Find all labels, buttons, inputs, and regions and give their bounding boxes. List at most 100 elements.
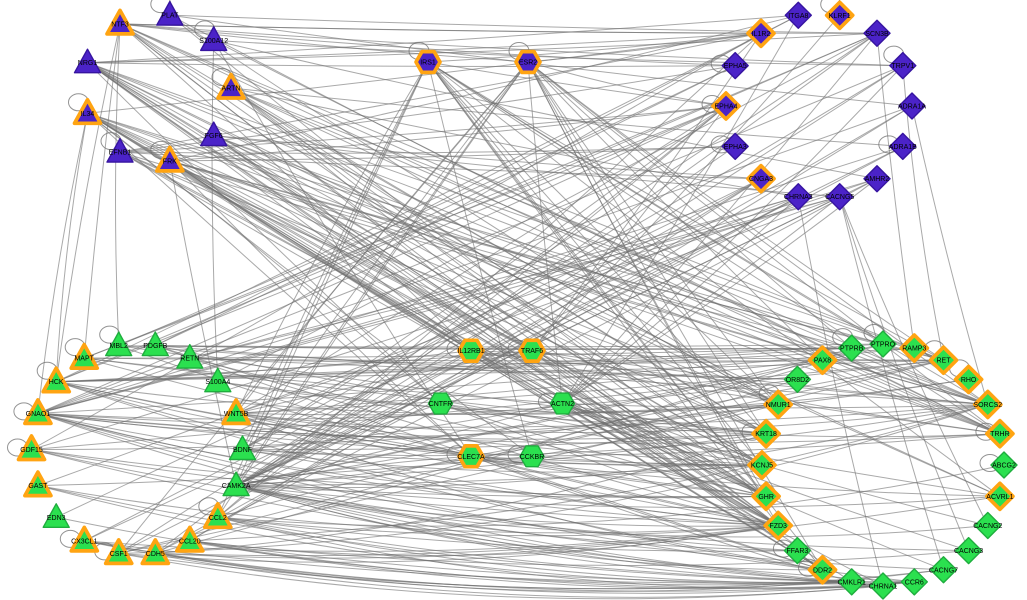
node-PTPRB[interactable]: PTPRB [838,334,866,362]
edge-TRAF6-WNT5B [235,350,533,414]
node-label: FFAR3 [787,548,809,555]
node-AMHR2[interactable]: AMHR2 [863,164,891,193]
node-FRK[interactable]: FRK [154,145,185,173]
node-GNAO1[interactable]: GNAO1 [23,398,53,426]
node-RHO[interactable]: RHO [953,364,984,395]
node-ACVRL1[interactable]: ACVRL1 [985,481,1015,512]
node-IRS1[interactable]: IRS1 [414,49,442,75]
edge-CLEC7A-RET [470,359,944,457]
node-CCL2[interactable]: CCL2 [202,501,233,530]
node-label: TRHR [990,431,1009,438]
node-RAMP3[interactable]: RAMP3 [899,333,930,363]
node-S100A4[interactable]: S100A4 [204,367,232,393]
node-CACNG5[interactable]: CACNG5 [825,182,854,211]
node-TRAF6[interactable]: TRAF6 [518,338,546,363]
node-EDN3[interactable]: EDN3 [42,503,70,528]
node-PAX8[interactable]: PAX8 [807,345,838,376]
node-S100A12[interactable]: S100A12 [199,26,228,52]
node-shape-triangle [106,137,134,163]
node-RETN[interactable]: RETN [176,343,204,369]
node-PDGFB[interactable]: PDGFB [141,331,170,357]
edge-FGF6-ACVRL1 [213,135,1001,497]
edge-GNAO1-RAMP3 [37,347,915,414]
node-DDR2[interactable]: DDR2 [807,554,838,585]
edge-NRG1-EPHA5 [87,62,736,68]
node-CHRNA3[interactable]: CHRNA3 [784,182,813,211]
node-CHRNA1[interactable]: CHRNA1 [869,572,898,600]
node-IL1R2[interactable]: IL1R2 [746,18,776,49]
node-NTF3[interactable]: NTF3 [105,8,135,36]
node-EPHA4[interactable]: EPHA4 [711,91,741,121]
node-WNT5B[interactable]: WNT5B [221,398,251,426]
node-HCK[interactable]: HCK [41,366,72,394]
node-KRT18[interactable]: KRT18 [751,418,781,449]
edge-RETN-CACNG5 [189,196,840,359]
node-SORCS2[interactable]: SORCS2 [972,389,1003,420]
node-NRG1[interactable]: NRG1 [73,48,102,74]
edge-ESR2-IL1R2 [527,32,762,63]
node-CDH5[interactable]: CDH5 [140,538,171,566]
edge-CSF1-CCR6 [118,552,915,600]
edge-ESR2-BDNF [242,61,529,450]
node-OR8D2[interactable]: OR8D2 [783,365,812,394]
node-TRPV1[interactable]: TRPV1 [889,51,917,80]
node-KCNJ5[interactable]: KCNJ5 [747,450,777,480]
node-FGF6[interactable]: FGF6 [199,121,228,147]
node-CCL20[interactable]: CCL20 [174,525,205,553]
node-SCN3B[interactable]: SCN3B [863,19,891,47]
node-EPHA3[interactable]: EPHA3 [721,132,749,161]
node-label: KRT18 [755,431,777,438]
node-shape-diamond [784,182,812,211]
node-CCKBR[interactable]: CCKBR [519,445,545,468]
node-CAMK2A[interactable]: CAMK2A [222,471,251,497]
node-label: CNGA3 [749,176,773,183]
node-CACNG7[interactable]: CACNG7 [929,556,958,584]
node-PTPRO[interactable]: PTPRO [869,330,897,358]
edge-HCK-ITGA8 [55,14,799,383]
edge-NTF3-MAPT [83,23,121,359]
node-EPHA5[interactable]: EPHA5 [721,51,749,80]
node-ADRA1A[interactable]: ADRA1A [898,92,926,120]
node-CACNG3[interactable]: CACNG3 [954,536,983,565]
edge-MBL2-CLEC7A [118,345,472,457]
node-CNGA3[interactable]: CNGA3 [746,163,776,194]
node-CACNG2[interactable]: CACNG2 [973,511,1002,540]
node-NMUR1[interactable]: NMUR1 [763,389,794,420]
node-TRHR[interactable]: TRHR [985,418,1015,449]
edge-PLAT-SCN3B [169,14,878,34]
node-ACTN2[interactable]: ACTN2 [549,392,576,415]
node-shape-triangle [204,367,232,393]
node-GHR[interactable]: GHR [751,481,781,512]
edge-GDF15-CCR6 [31,449,915,583]
node-CNTFR[interactable]: CNTFR [427,392,454,415]
node-CMKLR1[interactable]: CMKLR1 [837,568,866,596]
node-RET[interactable]: RET [928,345,959,376]
node-FFAR3[interactable]: FFAR3 [783,536,812,565]
node-MBL2[interactable]: MBL2 [104,331,133,357]
edge-SCN3B-RAMP3 [876,33,915,349]
node-label: ARTN [222,86,241,93]
node-GAST[interactable]: GAST [23,470,53,498]
node-CSF1[interactable]: CSF1 [103,538,134,566]
node-ADRA1B[interactable]: ADRA1B [889,132,917,161]
node-ARTN[interactable]: ARTN [216,72,246,100]
node-CX3CL1[interactable]: CX3CL1 [69,525,100,553]
node-BDNF[interactable]: BDNF [228,435,257,461]
node-ITGA8[interactable]: ITGA8 [784,1,812,30]
node-EFNB1[interactable]: EFNB1 [106,137,134,163]
edge-FGF6-GHR [213,135,767,497]
edge-NRG1-ITGA8 [87,14,799,64]
edge-ACTN2-FZD3 [562,403,779,526]
node-IL34[interactable]: IL34 [72,97,103,126]
node-FZD3[interactable]: FZD3 [763,510,794,541]
node-MAPT[interactable]: MAPT [69,342,100,370]
node-IL12RB1[interactable]: IL12RB1 [457,338,485,363]
node-ESR2[interactable]: ESR2 [514,49,542,75]
node-CLEC7A[interactable]: CLEC7A [457,444,485,469]
node-ABCG2[interactable]: ABCG2 [990,451,1018,479]
node-GDF15[interactable]: GDF15 [16,434,47,462]
node-CCR6[interactable]: CCR6 [900,568,928,596]
node-KLRF1[interactable]: KLRF1 [824,0,855,31]
node-PLAT[interactable]: PLAT [156,0,184,26]
